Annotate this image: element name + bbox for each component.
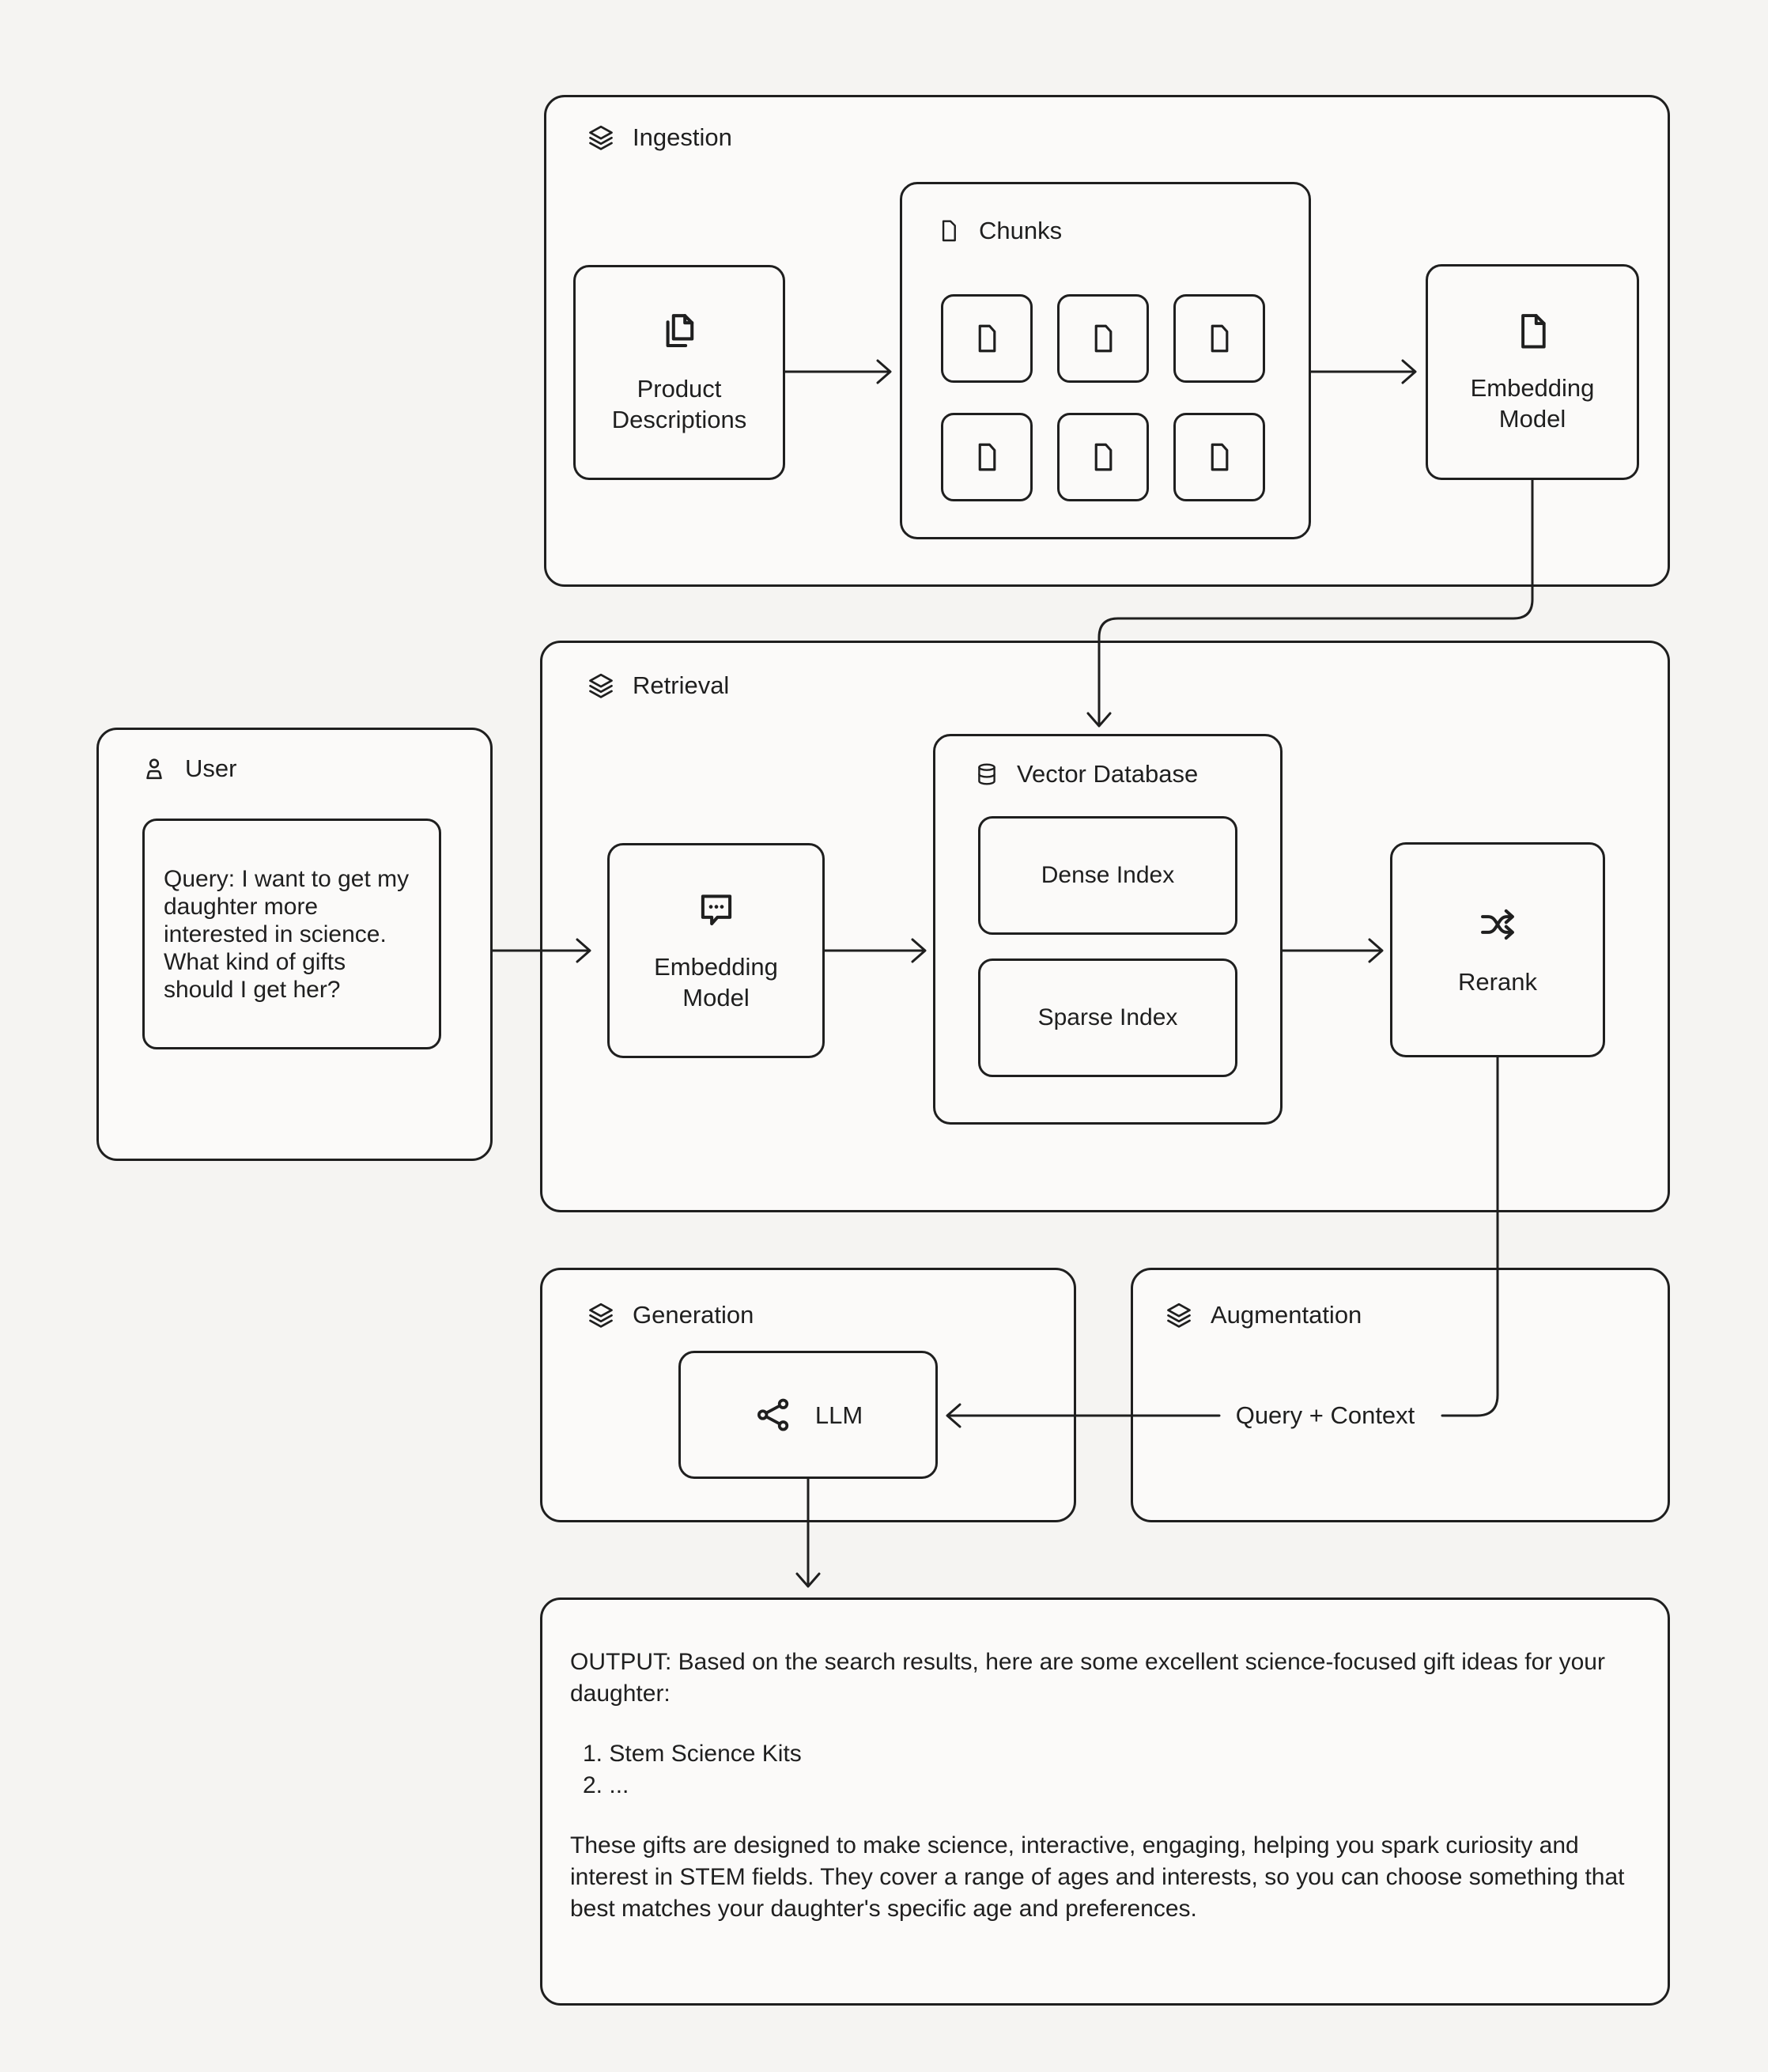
- retrieval-header: Retrieval: [587, 671, 729, 700]
- llm-node: LLM: [678, 1351, 938, 1479]
- user-icon: [146, 758, 162, 780]
- stack-icon: [1167, 1303, 1191, 1328]
- stack-icon: [589, 673, 613, 698]
- file-fold-icon: [1521, 313, 1546, 348]
- chunk-tile: [1057, 294, 1149, 383]
- vector-database-title: Vector Database: [1017, 760, 1199, 788]
- ingestion-header: Ingestion: [587, 123, 732, 152]
- chunk-tile: [941, 413, 1033, 501]
- ingestion-title: Ingestion: [633, 123, 732, 151]
- file-icon: [978, 443, 996, 471]
- retrieval-title: Retrieval: [633, 671, 730, 699]
- output-closing: These gifts are designed to make science…: [570, 1832, 1625, 1922]
- chunk-tile: [1173, 294, 1265, 383]
- output-list-item: 2. ...: [583, 1772, 629, 1798]
- user-title: User: [185, 754, 237, 782]
- chunk-tiles: [941, 294, 1265, 501]
- embedding-model-query-label: Embedding Model: [654, 953, 778, 1011]
- sparse-index-box: Sparse Index: [978, 958, 1237, 1077]
- arrowhead-down-icon: [795, 1572, 821, 1588]
- user-header: User: [141, 754, 236, 783]
- sparse-index-label: Sparse Index: [1037, 1004, 1178, 1030]
- rerank-label: Rerank: [1458, 967, 1537, 996]
- output-box: [540, 1597, 1670, 2006]
- augmentation-section: [1131, 1268, 1670, 1522]
- output-list-item: 1. Stem Science Kits: [583, 1741, 802, 1767]
- user-query-text: Query: I want to get my daughter more in…: [164, 865, 410, 1003]
- file-icon: [978, 324, 996, 353]
- product-descriptions-label: Product Descriptions: [611, 375, 747, 433]
- vector-database-header: Vector Database: [974, 760, 1198, 788]
- augmentation-title: Augmentation: [1211, 1301, 1362, 1329]
- output-intro: OUTPUT: Based on the search results, her…: [570, 1649, 1605, 1707]
- product-descriptions-node: Product Descriptions: [573, 265, 785, 480]
- embedding-model-query-node: Embedding Model: [607, 843, 825, 1058]
- file-icon: [942, 220, 956, 242]
- output-content: OUTPUT: Based on the search results, her…: [570, 1647, 1639, 1925]
- output-list: 1. Stem Science Kits 2. ...: [570, 1738, 1639, 1802]
- file-icon: [1211, 324, 1229, 353]
- llm-label: LLM: [814, 1401, 863, 1429]
- file-icon: [1211, 443, 1229, 471]
- generation-title: Generation: [633, 1301, 754, 1329]
- chunks-header: Chunks: [936, 217, 1062, 245]
- file-icon: [1094, 324, 1113, 353]
- query-context-label: Query + Context: [1224, 1401, 1426, 1430]
- chunk-tile: [941, 294, 1033, 383]
- generation-header: Generation: [587, 1301, 754, 1329]
- file-icon: [1094, 443, 1113, 471]
- embedding-model-ingest-node: Embedding Model: [1426, 264, 1639, 480]
- database-icon: [978, 763, 995, 785]
- shuffle-icon: [1481, 909, 1514, 940]
- dense-index-box: Dense Index: [978, 816, 1237, 935]
- dense-index-label: Dense Index: [1041, 862, 1175, 888]
- documents-copy-icon: [666, 314, 694, 348]
- chunks-title: Chunks: [979, 217, 1063, 244]
- augmentation-header: Augmentation: [1165, 1301, 1362, 1329]
- chat-bubble-icon: [701, 894, 731, 926]
- share-network-icon: [757, 1398, 789, 1431]
- user-query-box: Query: I want to get my daughter more in…: [142, 819, 441, 1049]
- stack-icon: [589, 125, 613, 150]
- chunk-tile: [1057, 413, 1149, 501]
- chunk-tile: [1173, 413, 1265, 501]
- rerank-node: Rerank: [1390, 842, 1605, 1057]
- stack-icon: [589, 1303, 613, 1328]
- embedding-model-ingest-label: Embedding Model: [1470, 373, 1595, 433]
